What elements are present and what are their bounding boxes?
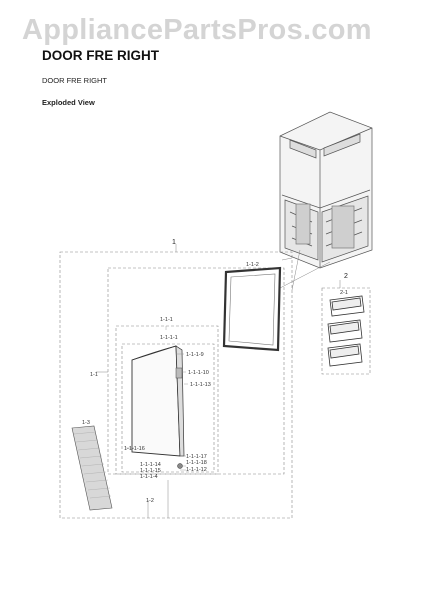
leader-lines: [96, 244, 341, 518]
refrigerator-illustration: [279, 111, 373, 269]
callout-1-1-1-9: 1-1-1-9: [186, 352, 204, 358]
callout-1-1-2: 1-1-2: [246, 262, 259, 268]
assembly-1-1-1-1-boundary: [121, 343, 215, 473]
door-bins-part: [327, 295, 365, 367]
page-subtitle: DOOR FRE RIGHT: [42, 76, 107, 85]
assembly-1-1-1-boundary: [115, 325, 219, 475]
callout-1-1-1-1: 1-1-1-1: [160, 335, 178, 341]
callout-1-1-1-15: 1-1-1-15: [140, 468, 161, 474]
callout-1-1-1-18: 1-1-1-18: [186, 460, 207, 466]
site-watermark: AppliancePartsPros.com: [22, 14, 372, 46]
callout-1-1-1-12: 1-1-1-12: [186, 467, 207, 473]
callout-1-1-1-10: 1-1-1-10: [188, 370, 209, 376]
door-panel-part: [131, 345, 185, 469]
callout-1-1-1-13: 1-1-1-13: [190, 382, 211, 388]
callout-2-1: 2-1: [340, 290, 348, 296]
callout-2: 2: [344, 273, 348, 280]
callout-1-1-1-4: 1-1-1-4: [140, 474, 158, 480]
callout-1: 1: [172, 239, 176, 246]
callout-1-1-1-14: 1-1-1-14: [140, 462, 161, 468]
assembly-2-boundary: [321, 287, 371, 375]
door-gasket-part: [222, 266, 282, 352]
callout-1-1-1: 1-1-1: [160, 317, 173, 323]
callout-1-1-1-17: 1-1-1-17: [186, 454, 207, 460]
page-title: DOOR FRE RIGHT: [42, 48, 159, 63]
sub-leaders: [126, 326, 188, 471]
callout-1-1: 1-1: [90, 372, 98, 378]
callout-1-2: 1-2: [146, 498, 154, 504]
callout-1-3: 1-3: [82, 420, 90, 426]
callout-1-1-1-16: 1-1-1-16: [124, 446, 145, 452]
front-panel-part: [71, 425, 113, 511]
view-label: Exploded View: [42, 98, 95, 107]
